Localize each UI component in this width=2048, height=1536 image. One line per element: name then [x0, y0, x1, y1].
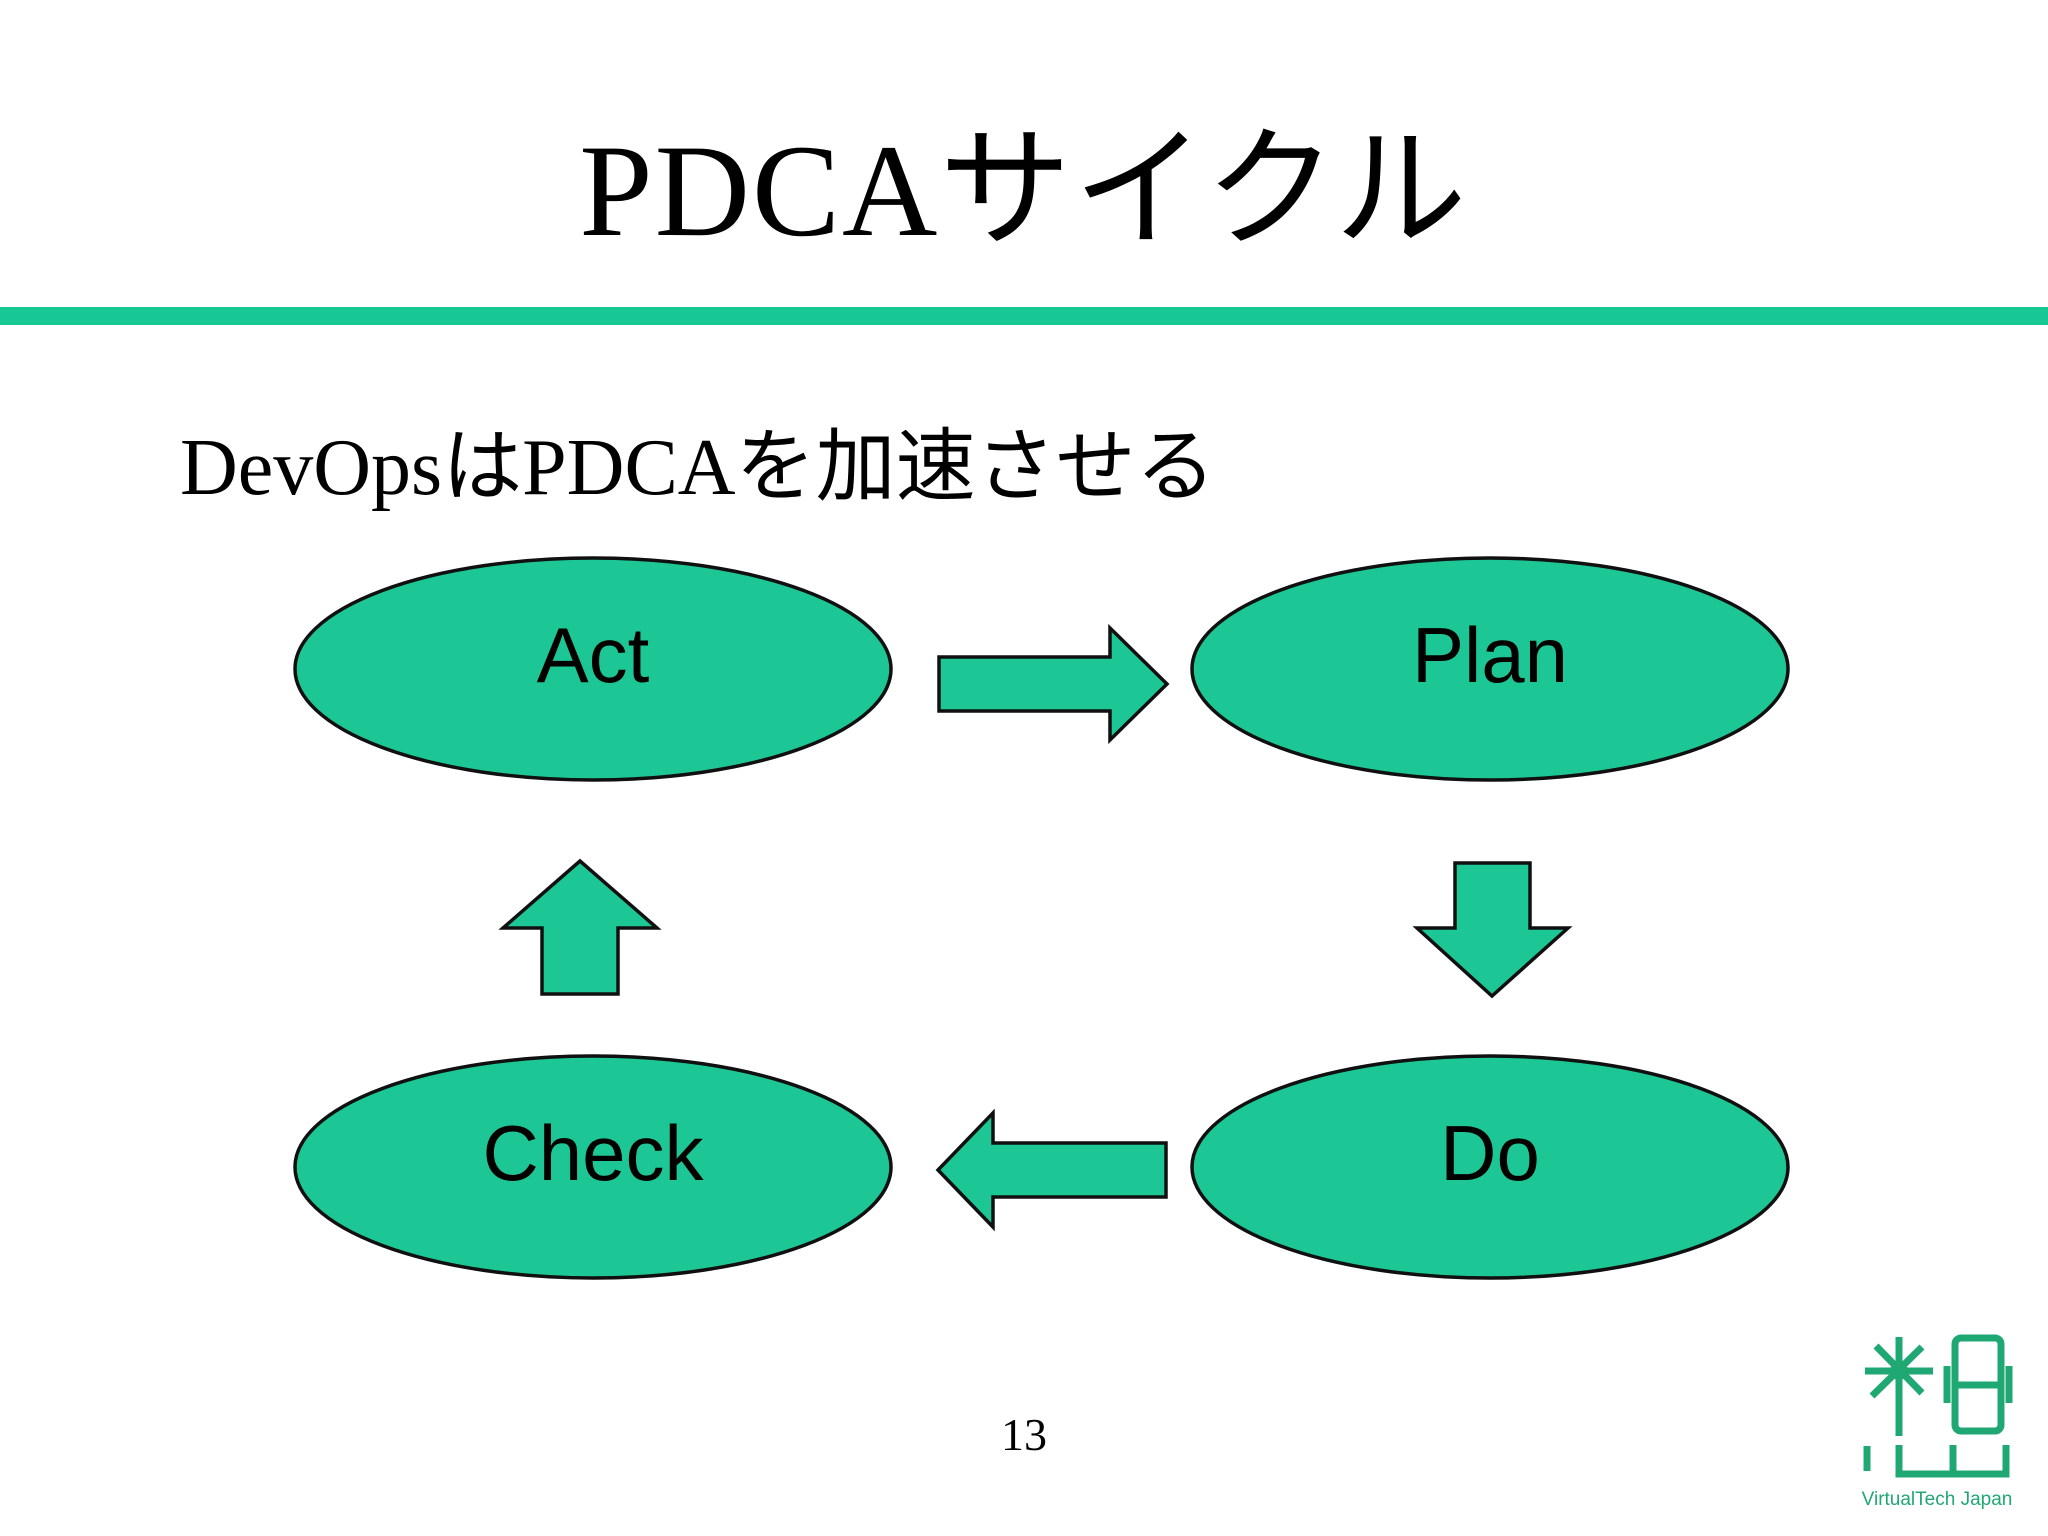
node-check-ellipse: [293, 1054, 893, 1280]
node-check-label: Check: [482, 1109, 704, 1197]
arrow-check-to-act-icon: [498, 858, 662, 996]
arrow-plan-to-do-icon: [1412, 861, 1573, 999]
title-rule: [0, 307, 2048, 325]
slide-title: PDCAサイクル: [579, 117, 1469, 264]
node-act-label: Act: [537, 611, 650, 699]
virtualtech-japan-logo: VirtualTech Japan: [1862, 1334, 2013, 1510]
arrow-do-to-check-icon: [935, 1108, 1168, 1232]
node-do-label: Do: [1440, 1109, 1540, 1197]
page-number: 13: [1001, 1409, 1047, 1460]
node-plan-ellipse: [1190, 556, 1790, 782]
node-do-ellipse: [1190, 1054, 1790, 1280]
logo-text: VirtualTech Japan: [1862, 1489, 2013, 1510]
logo-kanji-icon: [1863, 1334, 2013, 1478]
arrow-act-to-plan-icon: [937, 623, 1170, 745]
slide-subtitle: DevOpsはPDCAを加速させる: [180, 424, 1216, 512]
node-act-ellipse: [293, 556, 893, 782]
node-plan-label: Plan: [1412, 611, 1568, 699]
